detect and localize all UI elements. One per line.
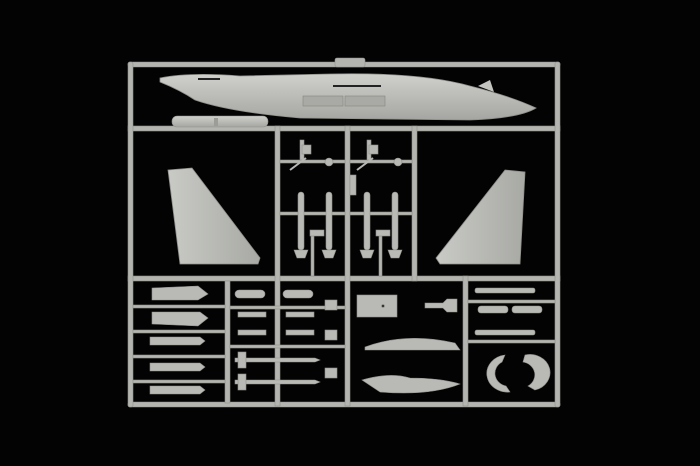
fuselage-part xyxy=(159,73,537,121)
missiles xyxy=(293,191,403,259)
center-small-parts xyxy=(289,139,403,196)
tail-fins xyxy=(167,167,526,265)
lower-right-parts xyxy=(356,287,551,394)
fuel-tank-part xyxy=(171,115,269,128)
sprue-frame xyxy=(127,57,561,408)
lower-left-parts xyxy=(149,285,338,395)
